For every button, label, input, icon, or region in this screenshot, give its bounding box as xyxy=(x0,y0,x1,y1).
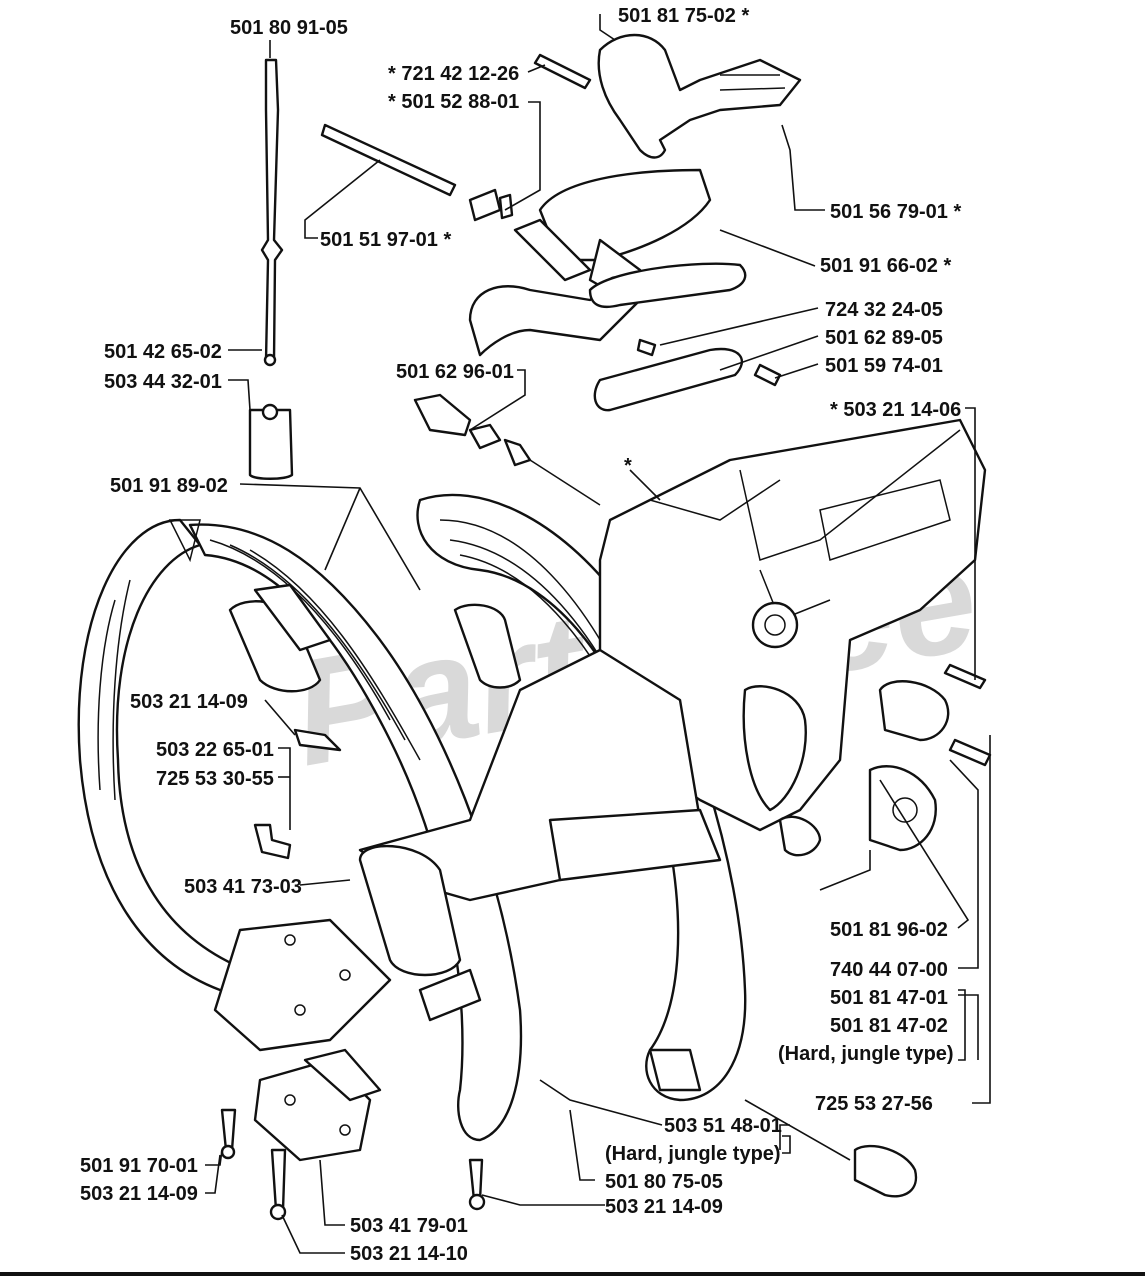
label-503-41-79-01: 503 41 79-01 xyxy=(350,1215,468,1237)
label-503-44-32-01: 503 44 32-01 xyxy=(104,371,222,393)
choke-rod xyxy=(260,58,284,367)
label-501-81-47-01: 501 81 47-01 xyxy=(830,987,948,1009)
label-501-81-96-02: 501 81 96-02 xyxy=(830,919,948,941)
label-501-91-66-02: 501 91 66-02 * xyxy=(820,255,951,277)
label-501-80-91-05: 501 80 91-05 xyxy=(230,17,348,39)
label-501-62-96-01: 501 62 96-01 xyxy=(396,361,514,383)
label-503-51-48-01: 503 51 48-01 xyxy=(664,1115,782,1137)
label-503-21-14-06: * 503 21 14-06 xyxy=(830,399,961,421)
bracket-mark xyxy=(782,1135,791,1154)
label-501-91-89-02: 501 91 89-02 xyxy=(110,475,228,497)
label-724-32-24-05: 724 32 24-05 xyxy=(825,299,943,321)
label-503-41-73-03: 503 41 73-03 xyxy=(184,876,302,898)
label-503-21-14-09-b: 503 21 14-09 xyxy=(605,1196,723,1218)
label-725-53-30-55: 725 53 30-55 xyxy=(156,768,274,790)
label-501-80-75-05: 501 80 75-05 xyxy=(605,1171,723,1193)
throttle-lockout xyxy=(597,33,802,159)
air-filter-cup xyxy=(248,403,294,480)
mounting-plate xyxy=(213,918,392,1052)
label-501-59-74-01: 501 59 74-01 xyxy=(825,355,943,377)
front-handle-grip xyxy=(228,583,332,693)
label-hard-jungle-type-b: (Hard, jungle type) xyxy=(605,1143,781,1165)
throttle-trigger xyxy=(468,168,712,357)
tank-body xyxy=(358,648,722,1022)
label-503-21-14-09-c: 503 21 14-09 xyxy=(80,1183,198,1205)
bracket-mark-right xyxy=(958,989,966,1061)
label-asterisk: * xyxy=(624,455,632,477)
label-hard-jungle-type-a: (Hard, jungle type) xyxy=(778,1043,954,1065)
label-501-42-65-02: 501 42 65-02 xyxy=(104,341,222,363)
label-501-91-70-01: 501 91 70-01 xyxy=(80,1155,198,1177)
label-501-52-88-01: * 501 52 88-01 xyxy=(388,91,519,113)
label-725-53-27-56: 725 53 27-56 xyxy=(815,1093,933,1115)
label-721-42-12-26: * 721 42 12-26 xyxy=(388,63,519,85)
leader-lines xyxy=(205,14,991,1254)
label-501-51-97-01: 501 51 97-01 * xyxy=(320,229,451,251)
label-503-21-14-10: 503 21 14-10 xyxy=(350,1243,468,1265)
label-503-22-65-01: 503 22 65-01 xyxy=(156,739,274,761)
label-503-21-14-09-a: 503 21 14-09 xyxy=(130,691,248,713)
label-740-44-07-00: 740 44 07-00 xyxy=(830,959,948,981)
label-501-62-89-05: 501 62 89-05 xyxy=(825,327,943,349)
bottom-plate xyxy=(253,1048,382,1162)
label-501-81-75-02: 501 81 75-02 * xyxy=(618,5,749,27)
label-501-56-79-01: 501 56 79-01 * xyxy=(830,201,961,223)
part-labels: 501 80 91-05 501 81 75-02 * * 721 42 12-… xyxy=(80,5,961,1265)
label-501-81-47-02: 501 81 47-02 xyxy=(830,1015,948,1037)
bottom-border xyxy=(0,1272,1145,1276)
